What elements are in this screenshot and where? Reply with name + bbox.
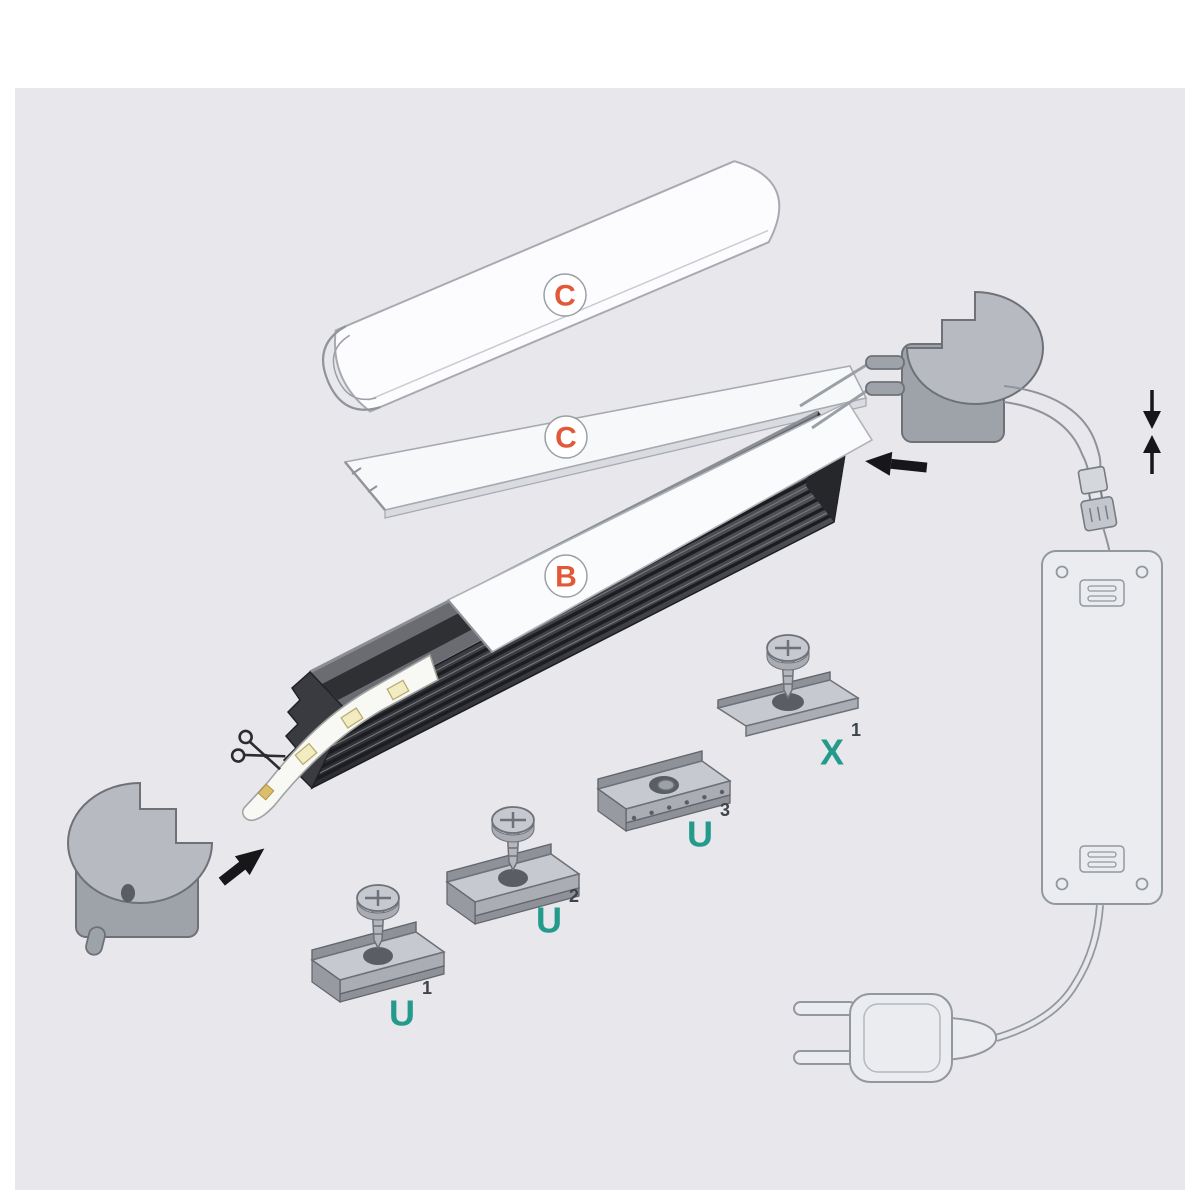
label-cover-flat: C [544, 415, 588, 459]
slide-arrow-icon [865, 451, 928, 476]
label-badge [544, 415, 588, 459]
led-chip [294, 742, 318, 766]
wire-connector [1077, 465, 1118, 553]
supply-wires [1003, 385, 1102, 473]
diffuser-cover-flat [343, 365, 868, 519]
plug-boot [946, 1016, 998, 1062]
label-clip-u3: U 3 [687, 800, 730, 855]
driver-terminal-bottom [1079, 845, 1125, 873]
clip-perforations [631, 789, 725, 821]
driver-vent-slot [1087, 851, 1117, 858]
assembly-arrow-icon [218, 848, 265, 886]
wire [1003, 385, 1102, 469]
label-clip-u2: U 2 [536, 886, 579, 941]
label-cover-inset: B [544, 554, 588, 598]
label-clip-u3-sup: 3 [720, 800, 730, 820]
label-cover-round: C [543, 273, 587, 317]
power-plug [793, 993, 998, 1083]
plug-body [849, 993, 953, 1083]
label-clip-u2-sup: 2 [569, 886, 579, 906]
mains-cable [994, 904, 1104, 1042]
cover-round-end-inner [332, 334, 377, 401]
led-chip [340, 707, 364, 729]
end-cap-right-pin-wire [799, 362, 869, 408]
end-cap-left [67, 781, 214, 956]
label-cover-flat-letter: C [555, 422, 577, 455]
driver-body [1041, 550, 1163, 905]
driver-screw-hole [1135, 877, 1149, 891]
driver-screw-hole [1055, 565, 1069, 579]
end-cap-left-pin [85, 926, 106, 956]
mounting-clip-u3 [597, 750, 731, 832]
led-driver [1041, 550, 1163, 905]
solder-pad [257, 783, 275, 801]
end-cap-right-pin [865, 355, 905, 370]
driver-screw-hole [1055, 877, 1069, 891]
cable-core [995, 904, 1103, 1041]
driver-vent-slot [1087, 861, 1117, 868]
driver-screw-hole [1135, 565, 1149, 579]
label-clip-u1: U 1 [389, 978, 432, 1034]
scissors-icon [230, 729, 286, 771]
press-arrows-icon [1143, 390, 1161, 474]
label-clip-u2-letter: U [536, 900, 562, 941]
driver-vent-slot [1087, 595, 1117, 602]
label-clip-x-letter: X [820, 732, 844, 773]
plug-inner-contour [863, 1003, 941, 1073]
label-clip-u3-letter: U [687, 814, 713, 855]
end-cap-right-disc [905, 290, 1044, 405]
led-strip [230, 653, 439, 822]
label-clip-u1-letter: U [389, 993, 415, 1034]
end-cap-left-disc [67, 781, 214, 904]
driver-terminal-top [1079, 579, 1125, 607]
plug-pin [793, 1050, 857, 1065]
led-chip [386, 679, 410, 701]
driver-vent-slot [1087, 585, 1117, 592]
led-strip-ribbon [241, 653, 439, 822]
end-cap-left-hole [121, 884, 135, 902]
end-cap-right-pin-wire [811, 388, 869, 430]
cover-flat-end-hooks [351, 467, 378, 493]
cover-round-end-profile [321, 325, 381, 411]
label-clip-x-sup: 1 [851, 720, 861, 740]
end-cap-right [799, 290, 1044, 443]
wire [1003, 401, 1089, 473]
clip-dimple [657, 779, 675, 791]
label-badge [544, 554, 588, 598]
label-cover-inset-letter: B [555, 561, 577, 594]
label-clip-x: X 1 [820, 720, 861, 773]
end-cap-right-pin [865, 381, 905, 396]
cover-flat-end-edge [344, 461, 386, 511]
label-clip-u1-sup: 1 [422, 978, 432, 998]
label-badge [543, 273, 587, 317]
label-cover-round-letter: C [554, 280, 576, 313]
profile-fins [315, 459, 845, 781]
cover-inset-end-edge [447, 599, 493, 653]
plug-pin [793, 1001, 857, 1016]
